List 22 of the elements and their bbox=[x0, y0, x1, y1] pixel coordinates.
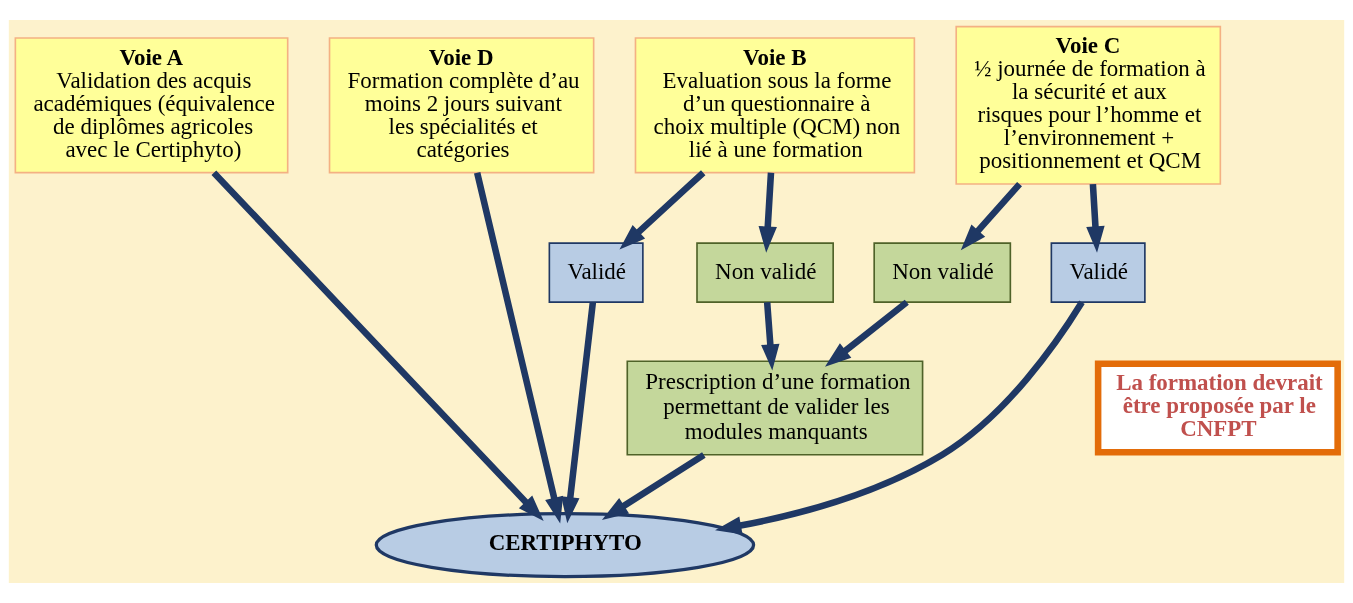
arrow bbox=[619, 170, 706, 250]
node-box: Prescription d’une formation permettant de valider les modules manquants bbox=[626, 360, 924, 456]
arrow bbox=[715, 300, 1085, 535]
arrow bbox=[960, 182, 1022, 251]
arrow bbox=[1086, 183, 1105, 253]
node-box: Validé bbox=[1050, 242, 1146, 303]
node-box: Voie C ½ journée de formation à la sécurité et aux risques pour l’homme et l’environnement + positionnement et QCM bbox=[955, 25, 1222, 185]
arrow bbox=[761, 302, 780, 371]
arrow bbox=[561, 302, 597, 524]
arrow bbox=[601, 452, 706, 520]
arrow bbox=[211, 170, 544, 521]
arrow bbox=[758, 172, 777, 253]
node-box: La formation devrait être proposée par le CNFPT bbox=[1094, 360, 1341, 456]
node-box: Voie D Formation complète d’au moins 2 jours suivant les spécialités et catégories bbox=[328, 37, 595, 174]
node-box: Voie A Validation des acquis académiques (équivalence de diplômes agricoles avec le Certiphyto) bbox=[14, 37, 289, 174]
node-ellipse: CERTIPHYTO bbox=[374, 512, 756, 579]
arrow bbox=[473, 172, 564, 524]
node-box: Voie B Evaluation sous la forme d’un questionnaire à choix multiple (QCM) non lié à une formation bbox=[634, 37, 916, 174]
arrow bbox=[824, 299, 909, 367]
node-box: Validé bbox=[548, 242, 644, 303]
node-box: Non validé bbox=[696, 242, 834, 303]
node-box: Non validé bbox=[873, 242, 1012, 303]
